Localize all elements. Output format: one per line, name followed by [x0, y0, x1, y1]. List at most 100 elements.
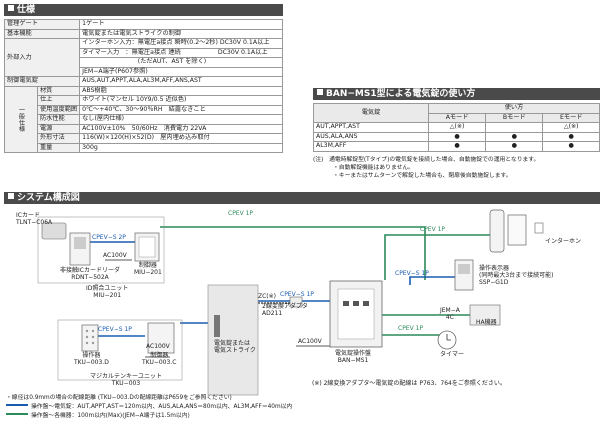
controller-tku-icon — [147, 322, 175, 354]
table-row: 防水性能なし(屋内仕様) — [5, 114, 283, 125]
spec-key: 防水性能 — [36, 114, 81, 125]
label-ban-panel: 電気錠操作盤 BAN−MS1 — [335, 350, 372, 364]
ban-mode: Eモード — [542, 112, 600, 123]
ban-header-lock: 電気錠 — [313, 103, 429, 123]
label-intercom: インターホン — [545, 238, 582, 245]
spec-vertical-label: 一般仕様 — [4, 85, 38, 153]
ban-note: ・自動解錠機能はありません。 — [333, 165, 414, 171]
label-cpev-s1p-c: CPEV−S 1P — [280, 291, 314, 298]
ban-note: ・キーまたはサムターンで解錠した場合も、閉扉後自動施錠します。 — [333, 173, 512, 179]
label-note-adapter: (※) 2線変換アダプタ〜電気錠の配線は P763、764をご参照ください。 — [312, 380, 506, 387]
ha-device-icon — [469, 304, 501, 326]
keypad-key-icon — [85, 335, 89, 339]
spec-value: AUS,AUT,APPT,ALA,AL3M,AFF,ANS,AST — [79, 76, 283, 87]
label-display: 操作表示器 (同時最大3台まで接続可能) SSP−G1D — [479, 265, 554, 286]
spec-value: インターホン入力：無電圧a接点 瞬時(0.2～2秒) DC30V 0.1A以上 — [79, 38, 283, 49]
spec-title: 仕様 — [17, 5, 36, 15]
lock-door-icon — [207, 284, 259, 396]
label-controller-a: 制御器 MIU−201 — [134, 262, 162, 276]
ban-header-usage: 使い方 — [428, 103, 600, 114]
cable-display-ban — [409, 276, 455, 285]
keypad-key-icon — [91, 335, 95, 339]
spec-key: 制御電気錠 — [3, 76, 81, 87]
ic-card-icon — [41, 222, 67, 240]
label-cpev1p-top2: CPEV 1P — [420, 226, 446, 233]
spec-value: 300g — [79, 142, 283, 153]
ban-note: (注) 通電時解錠型(Tタイプ)の電気錠を接続した場合、自動施錠での運用となりま… — [313, 157, 540, 163]
ban-title: BAN−MS1型による電気錠の使い方 — [326, 89, 476, 99]
label-jema: JEM−A 4C — [440, 307, 460, 321]
cable-legend-icon — [6, 404, 28, 406]
label-zc: ZC(※) — [258, 293, 277, 300]
spec-key: 重量 — [36, 142, 81, 153]
ban-button-icon — [353, 301, 359, 306]
ban-mark: ● — [485, 131, 544, 142]
ban-panel-face — [337, 288, 375, 340]
cable-legend-icon — [6, 413, 28, 415]
label-controller-b: 制御器 TKU−003.C — [142, 352, 177, 366]
label-cpev-s2p: CPEV−S 2P — [92, 234, 126, 241]
label-ac100v-c: AC100V — [298, 338, 322, 345]
system-title: システム構成図 — [17, 193, 80, 203]
spec-value: タイマー入力 ：無電圧a接点 連続 DC30V 0.1A以上 — [79, 47, 283, 58]
label-cpev-s1p-a: CPEV−S 1P — [395, 270, 429, 277]
ban-mark: △(※) — [427, 122, 487, 133]
spec-key: 仕上 — [36, 95, 81, 106]
spec-value: AC100V±10% 50/60Hz 消費電力 22VA — [79, 123, 283, 134]
label-card-reader: 非接触ICカードリーダ RDNT−502A — [60, 267, 120, 281]
label-cpev-s1p-b: CPEV−S 1P — [98, 326, 132, 333]
spec-value: (ただAUT、AST を除く) — [79, 57, 283, 68]
ban-header: BAN−MS1型による電気錠の使い方 — [313, 88, 600, 100]
spec-value: ホワイト(マンセル 10Y9/0.5 近似色) — [79, 95, 283, 106]
ban-mode: Aモード — [427, 112, 487, 123]
id-unit-frame — [37, 216, 165, 284]
keypad-key-icon — [91, 341, 95, 345]
keypad-key-icon — [85, 329, 89, 333]
display-screen — [458, 264, 470, 274]
table-row: 基本機能電気錠または電気ストライクの制御 — [3, 28, 283, 39]
cable-intercom-ban — [384, 234, 500, 280]
ban-mark: △(※) — [542, 122, 600, 133]
label-cpev1p-top: CPEV 1P — [228, 210, 254, 217]
square-bullet-icon — [317, 89, 323, 95]
spec-key: 材質 — [36, 85, 81, 96]
intercom-handset-icon — [489, 209, 505, 253]
ban-mark: ● — [427, 131, 487, 142]
ban-mark: ● — [485, 141, 544, 152]
label-cpev1p-c: CPEV 1P — [398, 325, 424, 332]
system-footnote-text: 操作盤〜電気錠：AUT,APPT,AST＝120m以内、AUS,ALA,ANS＝… — [31, 404, 293, 410]
ban-mark — [485, 122, 544, 133]
card-reader-screen — [74, 237, 86, 249]
ban-mark: ● — [542, 141, 600, 152]
table-row: AUS,ALA,ANS●●● — [313, 131, 600, 142]
ban-button-icon — [363, 301, 369, 306]
label-ic-card: ICカード TLNT−C06A — [16, 212, 53, 226]
ban-button-icon — [343, 301, 349, 306]
controller-miu-face — [138, 236, 156, 258]
ban-lock-name: AUT,APPT,AST — [313, 122, 429, 133]
keypad-key-icon — [85, 341, 89, 345]
ban-lock-name: AUS,ALA,ANS — [313, 131, 429, 142]
intercom-base-icon — [507, 214, 527, 246]
spec-key: 管理ゲート — [3, 19, 81, 30]
table-row: 電気錠使い方 — [313, 103, 600, 123]
table-row: 仕上ホワイト(マンセル 10Y9/0.5 近似色) — [5, 95, 283, 106]
spec-value: 電気錠または電気ストライクの制御 — [79, 28, 283, 39]
cable-controller-ban-top — [160, 226, 426, 280]
label-id-unit: ID照合ユニット MIU−201 — [86, 285, 129, 299]
spec-value: 1ゲート — [79, 19, 283, 30]
table-row: AUT,APPT,AST△(※)△(※) — [313, 122, 600, 133]
square-bullet-icon — [8, 5, 14, 11]
label-ac100v-a: AC100V — [103, 252, 127, 259]
spec-value: ABS樹脂 — [79, 85, 283, 96]
system-footnote: ・線径は0.9mmの場合の配線距離 (TKU−003.Dの配線距離はP659をご… — [6, 395, 232, 401]
system-footnote-text: 操作盤〜各機器：100m以内(Max)(JEM−A端子は1.5m以内) — [31, 413, 190, 419]
spec-key: 外形寸法 — [36, 133, 81, 144]
